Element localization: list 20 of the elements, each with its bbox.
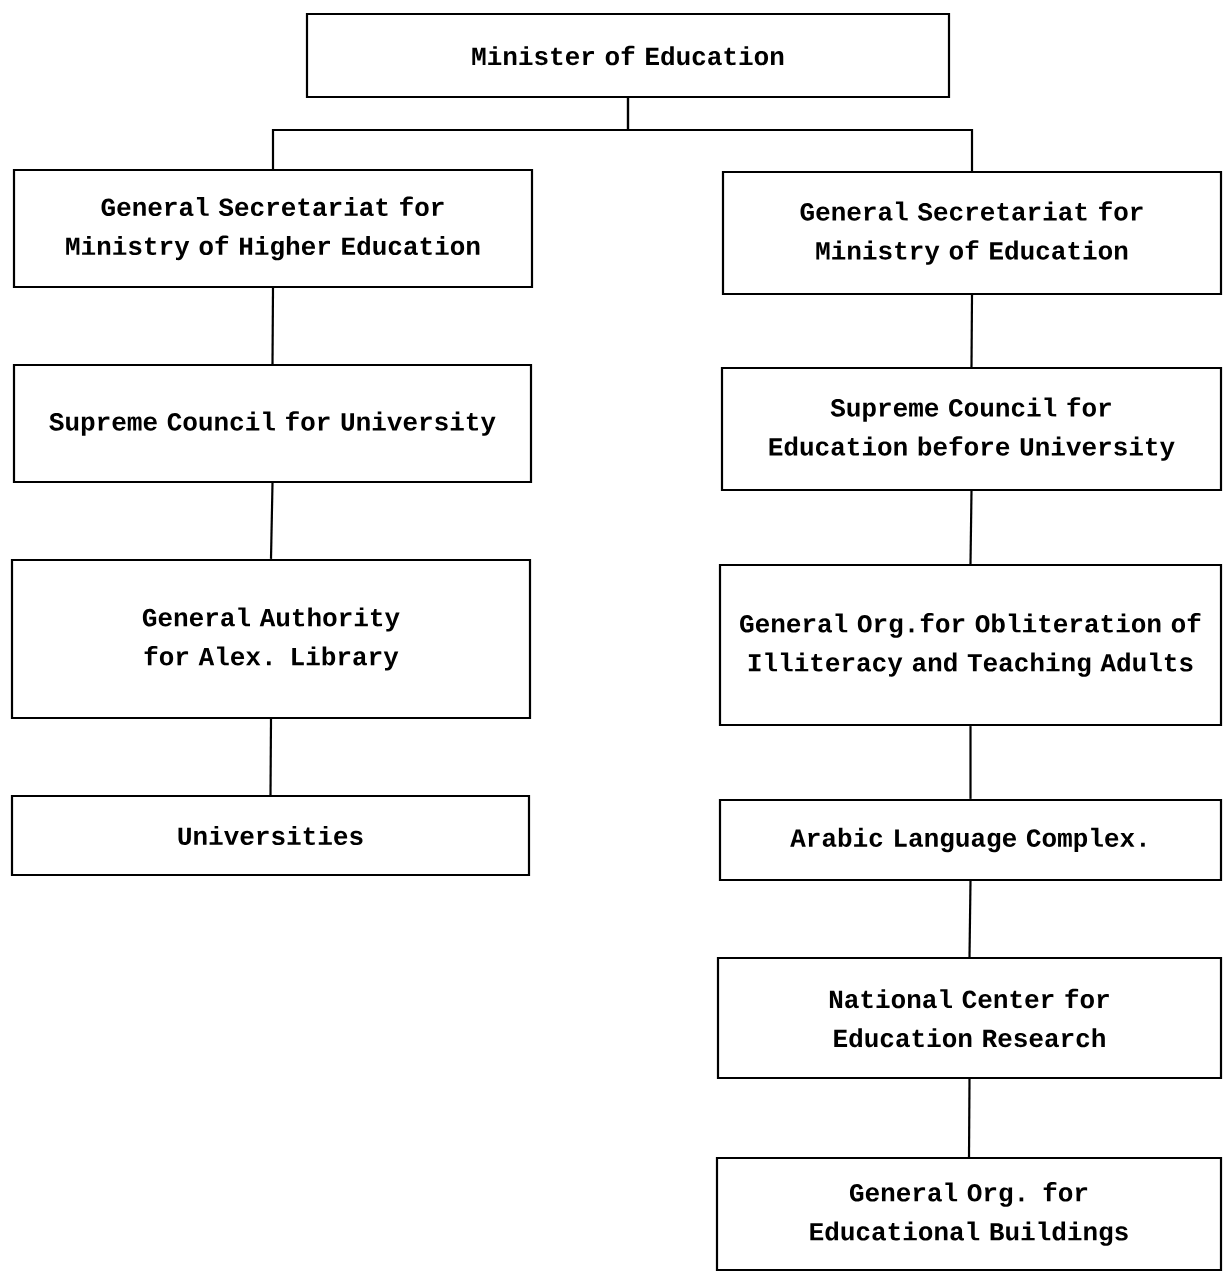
connector-line bbox=[969, 726, 972, 799]
connector-line bbox=[269, 483, 274, 559]
org-box: Supreme Council for Education before University bbox=[720, 366, 1223, 492]
connector-line bbox=[967, 1079, 971, 1157]
org-box: General Org. for Educational Buildings bbox=[715, 1156, 1223, 1272]
connector-line bbox=[269, 719, 273, 795]
org-box: Universities bbox=[10, 794, 531, 877]
connector-line bbox=[626, 98, 974, 171]
connector-line bbox=[970, 295, 974, 367]
org-box: General Secretariat for Ministry of Education bbox=[721, 170, 1223, 296]
connector-line bbox=[969, 491, 973, 564]
org-box: Supreme Council for University bbox=[12, 363, 533, 484]
connector-line bbox=[968, 881, 972, 957]
org-box: National Center for Education Research bbox=[716, 956, 1223, 1080]
connector-line bbox=[271, 288, 275, 364]
org-box: Arabic Language Complex. bbox=[718, 798, 1223, 882]
org-box: General Secretariat for Ministry of Higher Education bbox=[12, 168, 534, 289]
org-box: Minister of Education bbox=[305, 12, 951, 99]
org-box: General Org.for Obliteration of Illiteracy and Teaching Adults bbox=[718, 563, 1223, 727]
org-box: General Authority for Alex. Library bbox=[10, 558, 532, 720]
